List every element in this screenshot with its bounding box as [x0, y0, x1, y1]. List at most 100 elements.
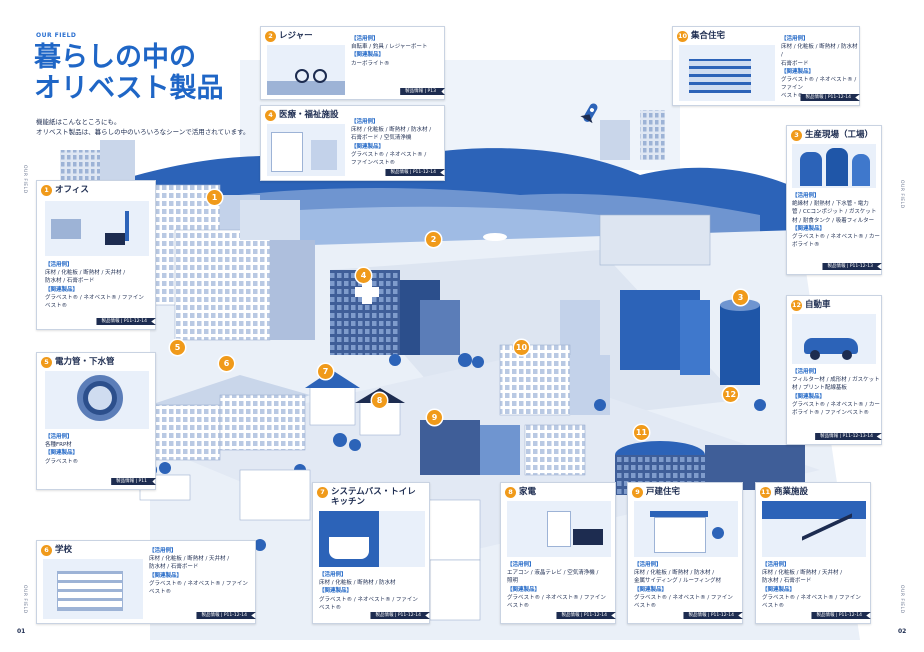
- card-number: 7: [317, 487, 328, 498]
- product-ref-tag[interactable]: 製品情報 | P11-12-13-14: [815, 433, 882, 440]
- products-text: カーボライト®: [351, 60, 390, 67]
- products-text: グラベスト®: [45, 458, 79, 465]
- use-text: 床材 / 化粧板 / 断熱材 / 防水材 /: [351, 127, 432, 134]
- card-number: 11: [760, 487, 771, 498]
- map-marker-6[interactable]: 6: [219, 356, 234, 371]
- use-label: 【活用例】: [351, 36, 379, 42]
- products-text: ベスト®: [507, 603, 530, 610]
- products-label: 【関連製品】: [45, 286, 79, 293]
- page-title: 暮らしの中の オリベスト製品: [34, 42, 224, 104]
- map-marker-2[interactable]: 2: [426, 232, 441, 247]
- products-text: グラベスト® / ネオベスト® / ファイン: [634, 594, 733, 601]
- use-text: 床材 / 化粧板 / 断熱材 / 防水材 /: [781, 44, 858, 59]
- products-label: 【関連製品】: [792, 225, 826, 232]
- products-label: 【関連製品】: [762, 586, 796, 593]
- use-label: 【活用例】: [792, 193, 820, 199]
- use-text: 防水材 / 石膏ボード: [762, 578, 812, 585]
- use-label: 【活用例】: [45, 262, 73, 268]
- map-marker-11[interactable]: 11: [634, 425, 649, 440]
- products-text: ファインベスト®: [351, 160, 396, 167]
- product-ref-tag[interactable]: 製品情報 | P11-12-14: [811, 612, 871, 619]
- products-label: 【関連製品】: [792, 393, 826, 400]
- card-number: 6: [41, 545, 52, 556]
- section-eyebrow: OUR FIELD: [36, 32, 77, 39]
- map-marker-8[interactable]: 8: [372, 393, 387, 408]
- use-text: 照明: [507, 578, 519, 585]
- use-label: 【活用例】: [762, 562, 790, 568]
- card-title: 電力管・下水管: [55, 357, 115, 367]
- map-marker-12[interactable]: 12: [723, 387, 738, 402]
- product-ref-tag[interactable]: 製品情報 | P11-12-14: [385, 169, 445, 176]
- card-title: システムバス・トイレ: [331, 487, 416, 497]
- products-text: ベスト®: [762, 603, 785, 610]
- products-text: ベスト®: [634, 603, 657, 610]
- card-number: 8: [505, 487, 516, 498]
- card-number: 5: [41, 357, 52, 368]
- use-label: 【活用例】: [507, 562, 535, 568]
- leisure-illustration: [267, 45, 345, 95]
- use-text: 石膏ボード / 空気清浄機: [351, 135, 412, 142]
- product-ref-tag[interactable]: 製品情報 | P11-12-13: [822, 263, 882, 270]
- map-marker-3[interactable]: 3: [733, 290, 748, 305]
- map-marker-4[interactable]: 4: [356, 268, 371, 283]
- map-marker-7[interactable]: 7: [318, 364, 333, 379]
- product-ref-tag[interactable]: 製品情報 | P11-12-14: [196, 612, 256, 619]
- use-text: 石膏ボード: [781, 60, 809, 67]
- map-marker-5[interactable]: 5: [170, 340, 185, 355]
- use-text: エアコン / 液晶テレビ / 空気清浄機 /: [507, 570, 599, 577]
- product-ref-tag[interactable]: 製品情報 | P11-12-14: [800, 94, 860, 101]
- products-text: グラベスト® / ネオベスト® / ファイン: [45, 294, 144, 301]
- intro-line-2: オリベスト製品は、暮らしの中のいろいろなシーンで活用されています。: [36, 128, 250, 136]
- map-marker-1[interactable]: 1: [207, 190, 222, 205]
- side-label-left-bottom: OUR FIELD: [22, 585, 27, 614]
- map-marker-10[interactable]: 10: [514, 340, 529, 355]
- products-text: ベスト®: [149, 589, 172, 596]
- card-title: オフィス: [55, 185, 89, 195]
- card-title-2: キッチン: [331, 497, 366, 507]
- bath-illustration: [319, 511, 425, 567]
- products-label: 【関連製品】: [351, 52, 385, 59]
- product-ref-tag[interactable]: 製品情報 | P11-12-14: [96, 318, 156, 325]
- products-label: 【関連製品】: [634, 586, 668, 593]
- products-label: 【関連製品】: [507, 586, 541, 593]
- products-text: ベスト®: [319, 604, 342, 611]
- product-ref-tag[interactable]: 製品情報 | P13: [400, 88, 445, 95]
- apartment-illustration: [679, 45, 775, 101]
- use-text: 床材 / 化粧板 / 断熱材 / 防水材: [319, 580, 396, 587]
- product-ref-tag[interactable]: 製品情報 | P11-12-14: [370, 612, 430, 619]
- car-illustration: [792, 314, 876, 364]
- use-label: 【活用例】: [792, 369, 820, 375]
- product-ref-tag[interactable]: 製品情報 | P11-12-14: [683, 612, 743, 619]
- appliance-illustration: [507, 501, 611, 557]
- card-number: 2: [265, 31, 276, 42]
- products-text: ボライト®: [792, 242, 820, 249]
- products-label: 【関連製品】: [45, 450, 79, 457]
- side-label-right: OUR FIELD: [899, 180, 904, 209]
- products-label: 【関連製品】: [781, 68, 815, 75]
- map-marker-9[interactable]: 9: [427, 410, 442, 425]
- products-label: 【関連製品】: [149, 572, 183, 579]
- title-line-2: オリベスト製品: [34, 73, 224, 104]
- product-ref-tag[interactable]: 製品情報 | P11-12-14: [556, 612, 616, 619]
- side-label-left: OUR FIELD: [22, 165, 27, 194]
- card-number: 4: [265, 110, 276, 121]
- card-number: 9: [632, 487, 643, 498]
- commercial-illustration: [762, 501, 866, 557]
- product-ref-tag[interactable]: 製品情報 | P11: [111, 478, 156, 485]
- card-number: 12: [791, 300, 802, 311]
- products-text: グラベスト® / ネオベスト® / ファイン: [319, 596, 418, 603]
- products-text: グラベスト® / ネオベスト® / カー: [792, 234, 880, 241]
- card-title: レジャー: [279, 31, 313, 41]
